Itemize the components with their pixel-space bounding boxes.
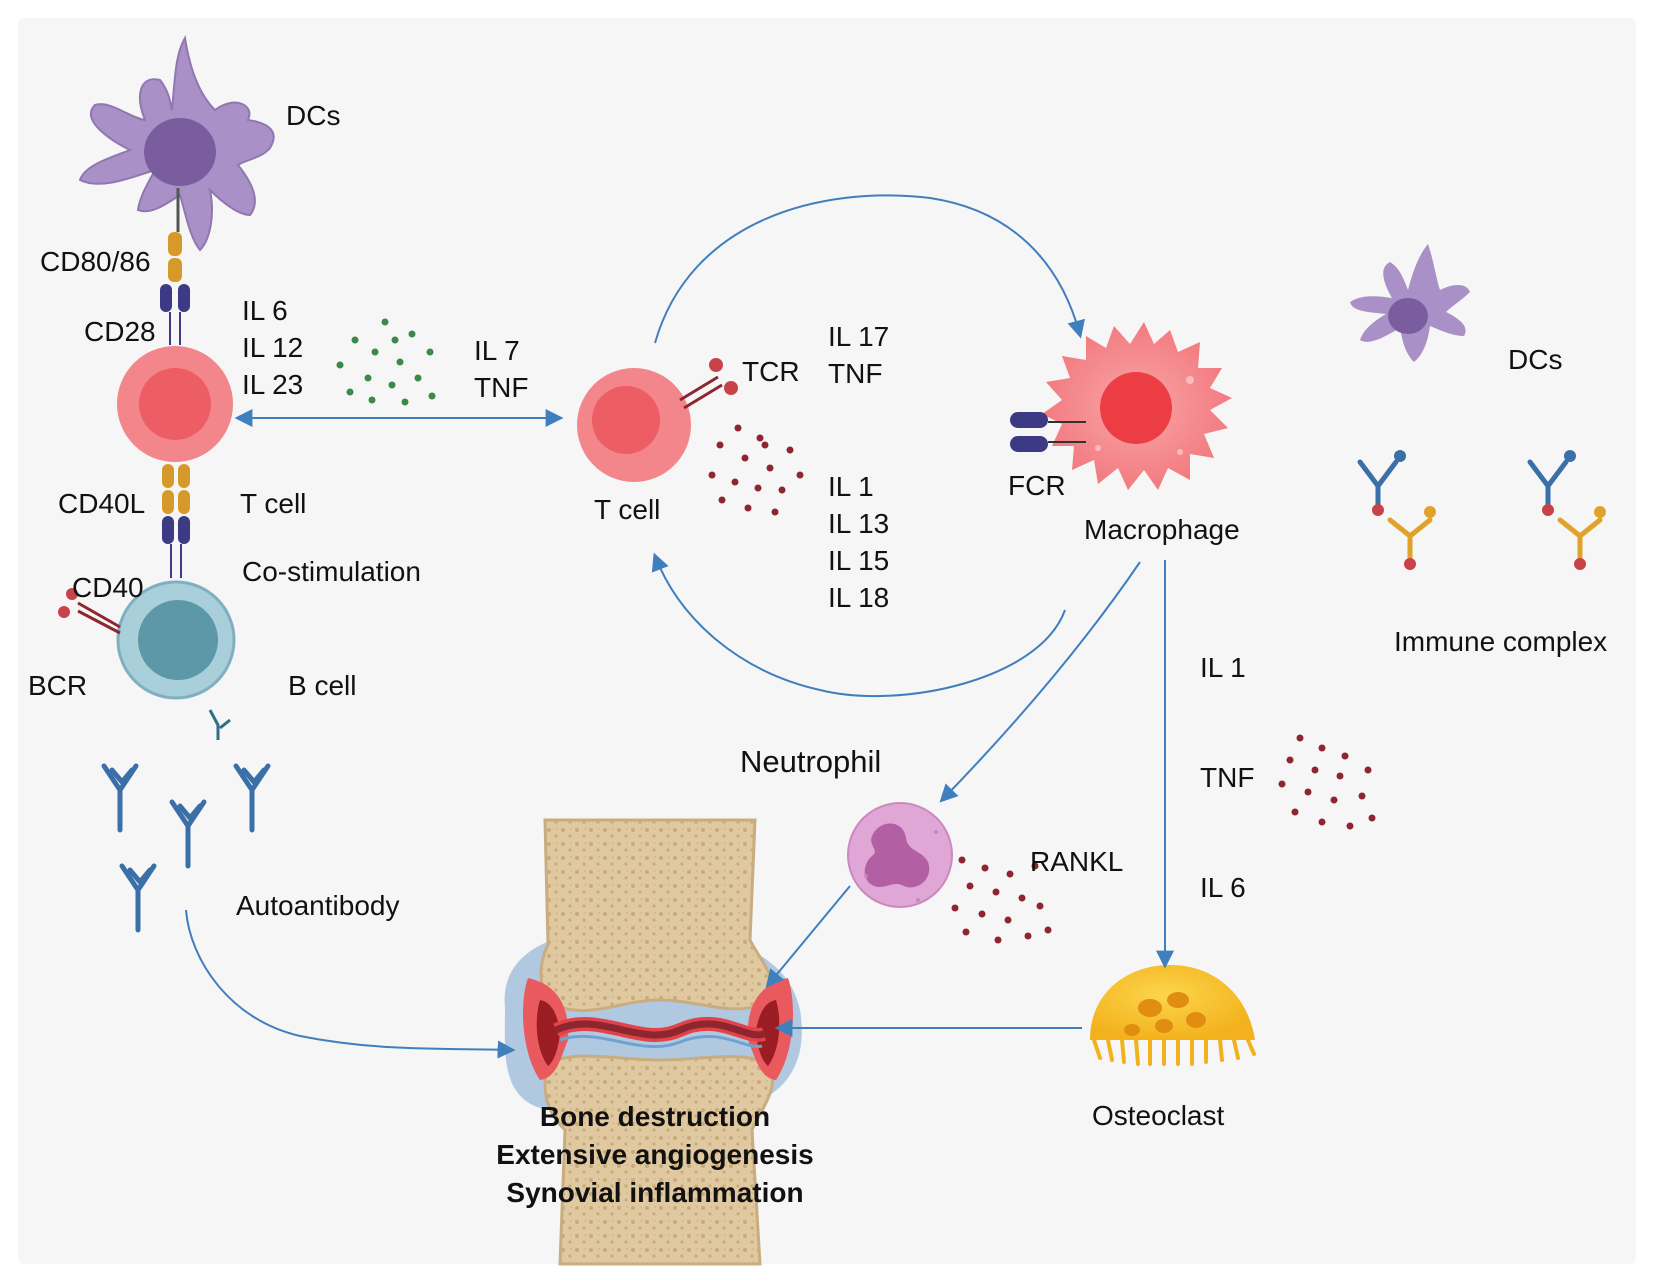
t-cell-left — [117, 346, 233, 462]
cytokine-tnf-left: TNF — [474, 372, 529, 403]
label-rankl: RANKL — [1030, 846, 1124, 877]
label-cd28: CD28 — [84, 316, 156, 347]
cytokine-tnf-center: TNF — [828, 358, 883, 389]
cytokine-tnf-macrophage: TNF — [1200, 762, 1255, 793]
label-co-stimulation: Co-stimulation — [242, 556, 421, 587]
label-macrophage: Macrophage — [1084, 514, 1240, 545]
neutrophil — [847, 802, 953, 908]
label-autoantibody: Autoantibody — [236, 890, 400, 921]
immune-complex-2 — [1527, 450, 1606, 570]
label-tcr: TCR — [742, 356, 800, 387]
cytokine-il18: IL 18 — [828, 582, 890, 613]
arrow-macrophage-to-neutrophil — [939, 561, 1141, 803]
cytokine-il7: IL 7 — [474, 335, 520, 366]
osteoclast — [1090, 965, 1256, 1066]
arrow-t-cell-to-macrophage — [654, 194, 1085, 344]
label-bcr: BCR — [28, 670, 88, 701]
outcome-synovial-inflammation: Synovial inflammation — [506, 1177, 804, 1208]
t-cell-center — [577, 368, 691, 482]
immune-complex-1 — [1357, 450, 1436, 570]
arrow-autoantibody-to-joint — [185, 909, 516, 1059]
green-cytokine-dots — [336, 318, 436, 406]
cytokines-il7-tnf: IL 7 TNF — [474, 332, 528, 406]
dendritic-cell-right — [1350, 244, 1470, 362]
label-t-cell-center: T cell — [594, 494, 661, 525]
label-cd40: CD40 — [72, 572, 144, 603]
cytokine-il15: IL 15 — [828, 545, 890, 576]
fcr-receptor — [1010, 412, 1086, 452]
cytokine-il23: IL 23 — [242, 369, 304, 400]
label-neutrophil: Neutrophil — [740, 744, 882, 779]
arrows — [185, 194, 1174, 1059]
label-cd40l: CD40L — [58, 488, 146, 519]
label-fcr: FCR — [1008, 470, 1066, 501]
cytokine-il13: IL 13 — [828, 508, 890, 539]
cd80-86-ligand — [168, 232, 182, 282]
macrophage — [1042, 322, 1232, 490]
arrow-neutrophil-to-joint — [765, 885, 851, 988]
cytokines-t-cell-group: IL 1 IL 13 IL 15 IL 18 — [828, 468, 889, 616]
label-dcs-top: DCs — [286, 100, 341, 131]
cd28-receptor — [160, 284, 190, 345]
maroon-cytokine-dots-neutrophil — [951, 856, 1052, 944]
b-cell — [116, 580, 236, 700]
cytokines-left-group: IL 6 IL 12 IL 23 — [242, 292, 303, 403]
label-cd80-86: CD80/86 — [40, 246, 151, 277]
label-osteoclast: Osteoclast — [1092, 1100, 1225, 1131]
cd40l-ligand — [162, 464, 190, 514]
maroon-cytokine-dots-center — [708, 424, 804, 516]
label-immune-complex: Immune complex — [1394, 626, 1608, 657]
cytokine-il6-macrophage: IL 6 — [1200, 872, 1246, 903]
outcome-angiogenesis: Extensive angiogenesis — [496, 1139, 814, 1170]
label-dcs-right: DCs — [1508, 344, 1563, 375]
figure-background — [18, 18, 1636, 1264]
autoantibodies — [101, 763, 271, 933]
arrow-macrophage-to-t-cell — [651, 552, 1066, 698]
outcome-bone-destruction: Bone destruction — [539, 1101, 771, 1132]
label-t-cell-left: T cell — [240, 488, 307, 519]
cytokines-il17-tnf: IL 17 TNF — [828, 318, 889, 392]
tcr-receptor — [679, 358, 738, 410]
cd40-receptor — [162, 516, 190, 578]
cytokine-il17: IL 17 — [828, 321, 890, 352]
cytokine-il1: IL 1 — [828, 471, 874, 502]
b-cell-antibody — [208, 709, 231, 740]
dendritic-cell-top — [78, 35, 275, 252]
bcr-receptor — [58, 588, 121, 635]
label-b-cell: B cell — [288, 670, 357, 701]
cytokine-il6: IL 6 — [242, 295, 288, 326]
maroon-cytokine-dots-right — [1278, 734, 1376, 830]
outcomes-list: Bone destruction Extensive angiogenesis … — [420, 1098, 890, 1212]
cytokine-il1-macrophage: IL 1 — [1200, 652, 1246, 683]
cytokine-il12: IL 12 — [242, 332, 304, 363]
joint — [504, 818, 802, 1266]
